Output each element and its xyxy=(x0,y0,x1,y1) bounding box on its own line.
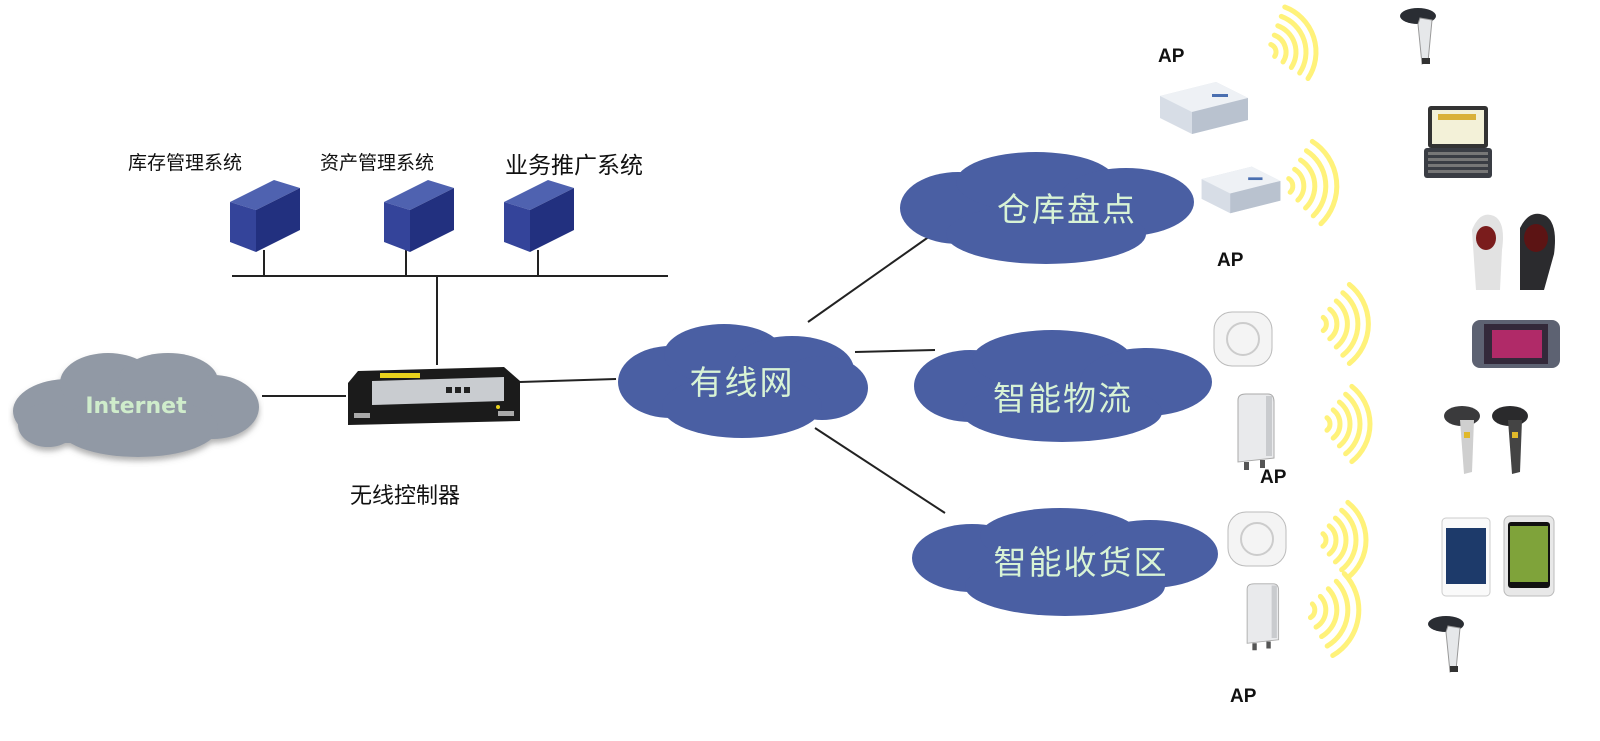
wifi-arc xyxy=(1292,166,1307,203)
smartphones-icon xyxy=(1441,515,1555,597)
desktop-ap-icon xyxy=(1160,82,1248,134)
wall-ap-icon xyxy=(1237,393,1275,470)
server-label-asset: 资产管理系统 xyxy=(320,152,435,174)
zone-label-smart-logistics: 智能物流 xyxy=(993,379,1133,418)
wifi-wave-icon xyxy=(1268,4,1319,82)
controller-to-wired-line xyxy=(519,378,617,383)
ap-label: AP xyxy=(1217,250,1244,271)
wifi-wave-icon xyxy=(1286,138,1340,227)
ap-label: AP xyxy=(1230,686,1257,707)
cloud-icon xyxy=(914,330,1212,442)
ceiling-ap-icon xyxy=(1213,311,1273,367)
wifi-arc xyxy=(1345,499,1369,581)
wifi-arc xyxy=(1282,4,1319,82)
wifi-arc xyxy=(1346,282,1371,366)
ap-label: AP xyxy=(1158,46,1185,67)
ap-label: AP xyxy=(1260,467,1287,488)
cloud-icon xyxy=(900,152,1194,264)
wifi-arc xyxy=(1324,415,1333,433)
zone-cloud-smart-logistics: 智能物流 xyxy=(912,322,1214,446)
wired-to-inventory-check-line xyxy=(807,235,931,323)
ceiling-ap-icon xyxy=(1227,511,1287,567)
wifi-arc xyxy=(1298,157,1318,211)
cloud-icon xyxy=(618,324,868,438)
handheld-tablet-icon xyxy=(1472,320,1560,368)
wifi-arc xyxy=(1326,523,1339,557)
wifi-arc xyxy=(1307,601,1318,621)
server-label-inventory: 库存管理系统 xyxy=(128,152,243,174)
wifi-arc xyxy=(1320,314,1329,334)
wifi-arc xyxy=(1330,407,1343,441)
wired-network-cloud: 有线网 xyxy=(612,318,872,442)
wifi-arc xyxy=(1313,593,1329,630)
zone-label-smart-receiving: 智能收货区 xyxy=(993,543,1169,582)
controller-label: 无线控制器 xyxy=(350,484,461,509)
wifi-arc xyxy=(1286,176,1296,195)
wall-ap-icon xyxy=(1246,583,1280,651)
zone-cloud-inventory-check: 仓库盘点 xyxy=(896,146,1198,268)
wifi-wave-icon xyxy=(1324,383,1373,465)
wifi-arc xyxy=(1339,507,1359,573)
wifi-arc xyxy=(1333,298,1350,350)
wifi-arc xyxy=(1320,531,1329,549)
wifi-arc xyxy=(1336,399,1353,449)
handheld-pc-icon xyxy=(1424,106,1492,178)
server-icon xyxy=(230,180,300,252)
wifi-arc xyxy=(1343,391,1363,457)
wifi-arc xyxy=(1332,515,1349,565)
handheld-barcode-scanners-icon xyxy=(1444,406,1528,474)
wired-network-label: 有线网 xyxy=(689,363,795,402)
wifi-arc xyxy=(1349,383,1373,465)
wifi-arc xyxy=(1271,32,1289,65)
server-icon xyxy=(504,180,574,252)
wifi-arc xyxy=(1327,306,1340,342)
wifi-arc xyxy=(1340,290,1361,358)
wired-to-logistics-line xyxy=(854,349,936,353)
zone-label-inventory-check: 仓库盘点 xyxy=(997,190,1137,229)
wifi-arc xyxy=(1309,138,1340,227)
cloud-icon xyxy=(13,353,259,457)
wifi-arc xyxy=(1268,42,1279,59)
desktop-ap-icon xyxy=(1201,166,1281,214)
omnidirectional-scanner-icon xyxy=(1472,213,1555,290)
zone-cloud-smart-receiving: 智能收货区 xyxy=(910,502,1220,618)
wifi-arc xyxy=(1278,13,1309,76)
wireless-controller-icon xyxy=(348,367,520,425)
internet-cloud: Internet xyxy=(8,345,264,467)
wifi-arc xyxy=(1275,23,1299,70)
server-label-business: 业务推广系统 xyxy=(505,153,643,179)
wifi-wave-icon xyxy=(1320,499,1369,581)
wifi-arc xyxy=(1330,571,1362,659)
wifi-arc xyxy=(1319,586,1340,640)
wifi-wave-icon xyxy=(1307,571,1362,659)
wifi-arc xyxy=(1324,578,1351,649)
wifi-wave-icon xyxy=(1320,282,1371,366)
server-icon xyxy=(384,180,454,252)
cloud-icon xyxy=(912,508,1218,616)
barcode-scanner-icon xyxy=(1400,8,1436,65)
internet-label: Internet xyxy=(85,393,187,419)
barcode-scanner-icon xyxy=(1428,616,1464,673)
wired-to-receiving-line xyxy=(814,427,946,514)
